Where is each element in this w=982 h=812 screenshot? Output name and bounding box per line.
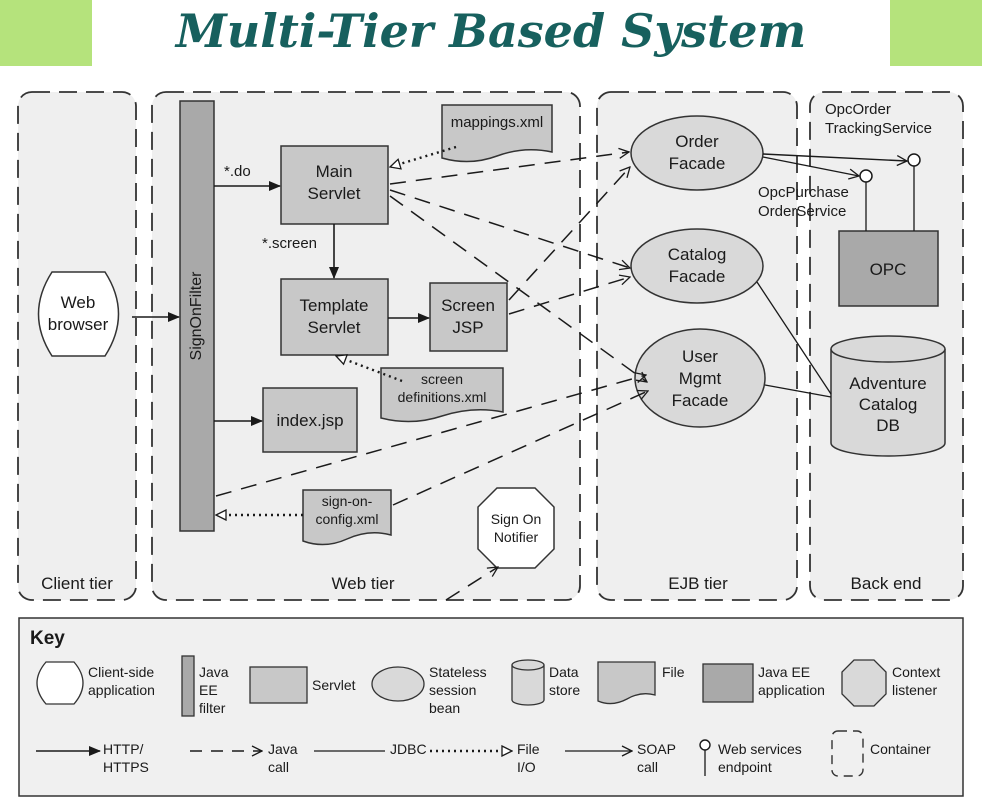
soap-order-to-tracking (762, 153, 907, 161)
key-container (18, 617, 964, 797)
screen-definitions-file (380, 367, 504, 423)
key-java-ee-app-icon (702, 663, 754, 703)
key-ws-endpoint-icon (699, 739, 711, 751)
adventure-catalog-db-top (830, 335, 946, 363)
key-container-label: Container (870, 741, 931, 757)
javacall-jsp-to-order (508, 167, 630, 301)
opc-application (838, 230, 939, 307)
screen-label: *.screen (262, 235, 317, 252)
sign-on-notifier (477, 487, 555, 569)
web-browser-shape (37, 271, 120, 357)
ejb-tier-label: EJB tier (668, 574, 728, 593)
sign-on-filter-label: SignOnFilter (188, 271, 205, 361)
mappings-xml-label: mappings.xml (451, 114, 544, 131)
mappings-xml-file (441, 104, 553, 163)
order-facade (630, 115, 764, 191)
key-servlet-label: Servlet (312, 677, 356, 693)
key-jdbc-label: JDBC (390, 741, 427, 757)
key-container-icon (831, 730, 864, 777)
sign-on-config-file (302, 489, 392, 546)
key-data-store-icon (511, 665, 545, 706)
javacall-main-to-catalog (389, 189, 630, 268)
jdbc-catalog-to-db (756, 281, 832, 395)
endpoint-tracking-icon (907, 153, 921, 167)
index-jsp (262, 387, 358, 453)
key-filter-icon (181, 655, 195, 717)
javacall-filter-to-user (215, 375, 646, 497)
sign-on-config-label: sign-on-config.xml (315, 493, 378, 527)
key-stateless-bean-icon (371, 666, 425, 702)
javacall-main-to-order (389, 152, 629, 185)
key-file-icon (597, 661, 656, 705)
key-context-listener-icon (841, 659, 887, 707)
jdbc-user-to-db (764, 384, 832, 398)
adventure-catalog-db (830, 349, 946, 457)
key-client-app-icon (36, 661, 84, 705)
backend-label: Back end (851, 574, 922, 593)
key-data-store-top (511, 659, 545, 671)
key-http-label: HTTP/HTTPS (103, 741, 149, 775)
template-servlet (280, 278, 389, 356)
do-label: *.do (224, 163, 251, 180)
banner-right (890, 0, 982, 66)
main-servlet (280, 145, 389, 225)
endpoint-purchase-icon (859, 169, 873, 183)
javacall-config-to-user (392, 391, 648, 506)
key-title: Key (30, 628, 65, 649)
javacall-to-notifier (445, 567, 498, 601)
opc-label: OPC (870, 260, 907, 279)
web-tier-label: Web tier (332, 574, 395, 593)
soap-order-to-purchase (762, 156, 859, 176)
catalog-facade (630, 228, 764, 304)
key-servlet-icon (249, 666, 308, 704)
sign-on-filter (179, 100, 215, 532)
client-tier-label: Client tier (41, 574, 113, 593)
index-jsp-label: index.jsp (276, 411, 343, 430)
page-title: Multi-Tier Based System (175, 4, 807, 58)
javacall-jsp-to-catalog (508, 277, 630, 315)
screen-jsp (429, 282, 508, 352)
banner-left (0, 0, 92, 66)
key-file-label: File (662, 664, 685, 680)
